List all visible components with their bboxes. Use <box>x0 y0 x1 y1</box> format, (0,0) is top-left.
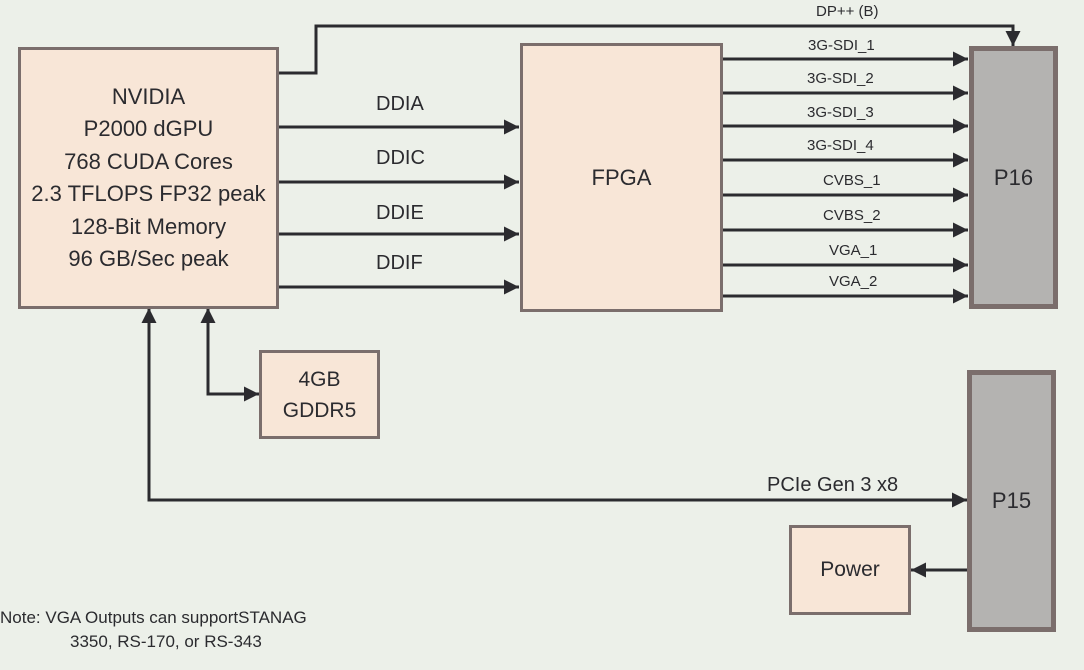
cvbs2-label: CVBS_2 <box>823 207 881 224</box>
p16-label: P16 <box>993 164 1034 190</box>
ddia-label: DDIA <box>376 93 424 115</box>
gpu-line: 2.3 TFLOPS FP32 peak <box>31 181 266 206</box>
sdi2-label: 3G-SDI_2 <box>807 70 874 87</box>
p16-connector: P16 <box>969 46 1058 309</box>
power-block: Power <box>789 525 911 615</box>
power-label: Power <box>820 558 880 581</box>
vga1-label: VGA_1 <box>829 242 878 259</box>
ddie-label: DDIE <box>376 202 424 224</box>
sdi1-label: 3G-SDI_1 <box>808 37 875 54</box>
sdi4-label: 3G-SDI_4 <box>807 137 874 154</box>
sdi3-label: 3G-SDI_3 <box>807 104 874 121</box>
fpga-label: FPGA <box>591 164 652 190</box>
dp-label: DP++ (B) <box>816 3 879 20</box>
dp-line <box>278 24 1021 75</box>
gpu-line: 768 CUDA Cores <box>64 148 233 174</box>
memory-line-text: GDDR5 <box>282 398 357 422</box>
gpu-line: 128-Bit Memory <box>70 213 227 239</box>
cvbs1-label: CVBS_1 <box>823 172 881 189</box>
pcie-line <box>141 308 967 508</box>
gpu-line: 96 GB/Sec peak <box>68 246 229 271</box>
gpu-line: P2000 dGPU <box>83 116 214 141</box>
gpu-line: NVIDIA <box>111 83 186 109</box>
note: Note: VGA Outputs can supportSTANAG 3350… <box>0 606 307 654</box>
fpga-block: FPGA <box>520 43 723 312</box>
p15-connector: P15 <box>967 370 1056 632</box>
memory-line <box>200 308 259 402</box>
memory-line-text: 4GB <box>298 367 341 391</box>
pcie-label: PCIe Gen 3 x8 <box>767 474 899 496</box>
vga2-label: VGA_2 <box>829 273 878 290</box>
note-line: 3350, RS-170, or RS-343 <box>70 632 262 651</box>
memory-block: 4GB GDDR5 <box>259 350 380 439</box>
ddic-label: DDIC <box>376 147 425 169</box>
note-line: Note: VGA Outputs can supportSTANAG <box>0 608 307 627</box>
gpu-block: NVIDIA P2000 dGPU 768 CUDA Cores 2.3 TFL… <box>18 47 279 309</box>
ddif-label: DDIF <box>376 252 423 274</box>
p15-label: P15 <box>991 488 1032 513</box>
